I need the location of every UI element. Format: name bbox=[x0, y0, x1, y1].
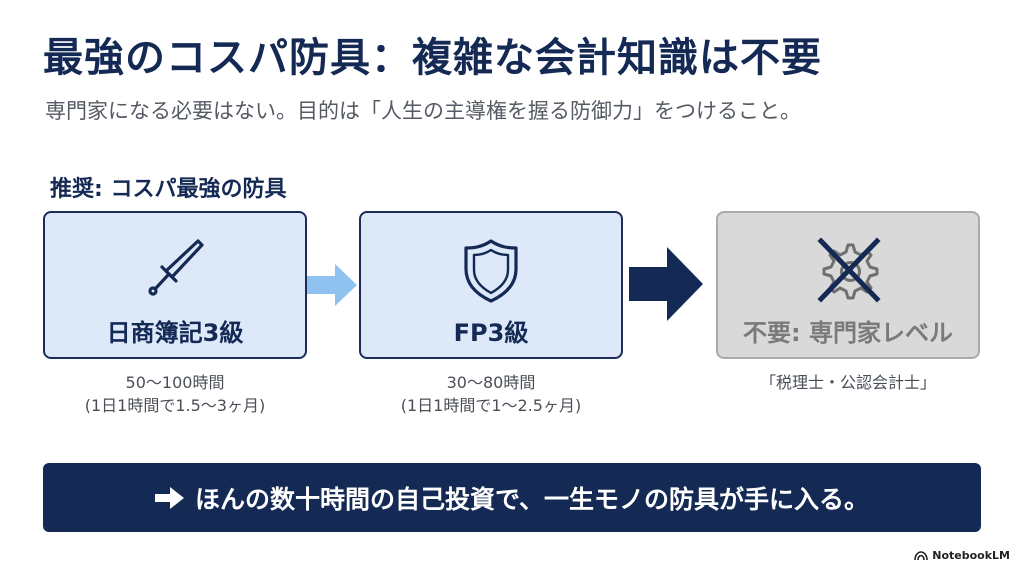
shield-icon bbox=[464, 239, 518, 303]
card-caption: 30〜80時間 (1日1時間で1〜2.5ヶ月) bbox=[359, 371, 623, 417]
conclusion-banner: ほんの数十時間の自己投資で、一生モノの防具が手に入る。 bbox=[43, 463, 981, 532]
caption-duration: (1日1時間で1〜2.5ヶ月) bbox=[400, 396, 582, 415]
card-boki: 日商簿記3級 bbox=[43, 211, 307, 359]
banner-text: ほんの数十時間の自己投資で、一生モノの防具が手に入る。 bbox=[194, 484, 869, 514]
crossed-out-gear-icon bbox=[817, 237, 881, 303]
page-subtitle: 専門家になる必要はない。目的は「人生の主導権を握る防御力」をつけること。 bbox=[45, 99, 801, 123]
card-label: FP3級 bbox=[453, 319, 529, 347]
brand-name: NotebookLM bbox=[932, 549, 1010, 562]
arrow-right-icon bbox=[307, 264, 357, 306]
page-title: 最強のコスパ防具：複雑な会計知識は不要 bbox=[43, 35, 822, 81]
notebooklm-logo-icon bbox=[914, 550, 929, 560]
card-label: 日商簿記3級 bbox=[106, 319, 244, 347]
caption-hours: 30〜80時間 bbox=[446, 373, 536, 392]
arrow-right-icon bbox=[629, 247, 703, 321]
card-specialist: 不要: 専門家レベル bbox=[716, 211, 980, 359]
card-fp: FP3級 bbox=[359, 211, 623, 359]
caption-qualifications: 「税理士・公認会計士」 bbox=[759, 373, 936, 392]
card-caption: 50〜100時間 (1日1時間で1.5〜3ヶ月) bbox=[43, 371, 307, 417]
section-label: 推奨: コスパ最強の防具 bbox=[50, 177, 287, 202]
card-caption: 「税理士・公認会計士」 bbox=[716, 371, 980, 394]
arrow-right-icon bbox=[154, 486, 184, 509]
sword-icon bbox=[148, 239, 204, 296]
card-label: 不要: 専門家レベル bbox=[743, 319, 953, 347]
caption-hours: 50〜100時間 bbox=[125, 373, 225, 392]
brand-watermark: NotebookLM bbox=[914, 549, 1010, 562]
caption-duration: (1日1時間で1.5〜3ヶ月) bbox=[84, 396, 266, 415]
